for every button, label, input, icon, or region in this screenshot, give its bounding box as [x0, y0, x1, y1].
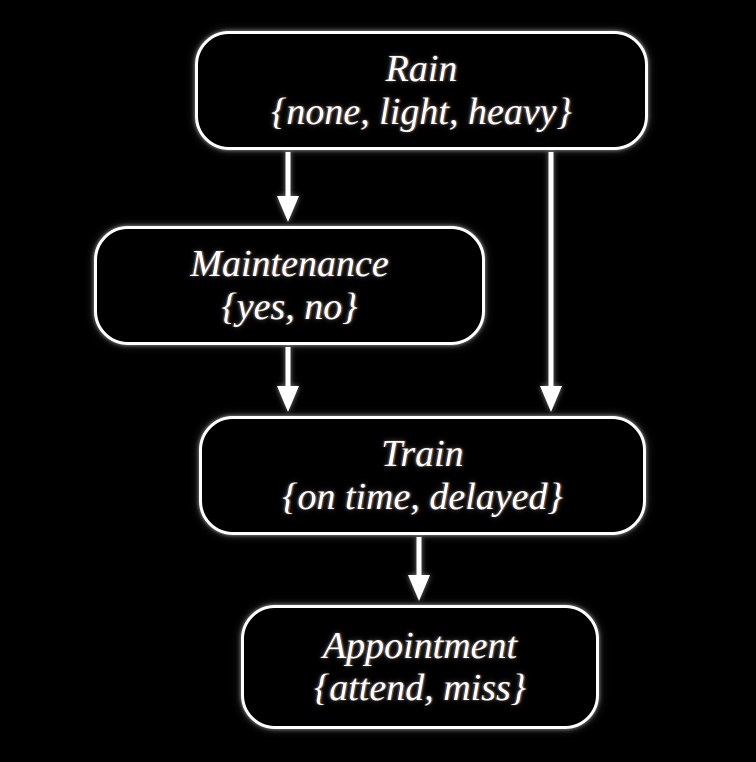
node-rain-label: Rain	[385, 48, 458, 91]
node-maintenance[interactable]: Maintenance {yes, no}	[94, 226, 485, 345]
node-rain[interactable]: Rain {none, light, heavy}	[195, 31, 648, 150]
node-appointment-label: Appointment	[322, 624, 518, 667]
arrowhead-maintenance-to-train	[277, 386, 299, 412]
node-rain-states: {none, light, heavy}	[271, 90, 572, 133]
node-maintenance-label: Maintenance	[190, 243, 389, 286]
arrowhead-train-to-appointment	[408, 575, 430, 601]
node-appointment-states: {attend, miss}	[314, 667, 526, 709]
node-maintenance-states: {yes, no}	[221, 285, 358, 328]
arrowhead-rain-to-maintenance	[277, 196, 299, 222]
node-appointment[interactable]: Appointment {attend, miss}	[241, 605, 599, 729]
node-train[interactable]: Train {on time, delayed}	[199, 416, 646, 535]
node-train-states: {on time, delayed}	[282, 475, 563, 518]
arrowhead-rain-to-train	[540, 386, 562, 412]
node-train-label: Train	[381, 433, 464, 476]
